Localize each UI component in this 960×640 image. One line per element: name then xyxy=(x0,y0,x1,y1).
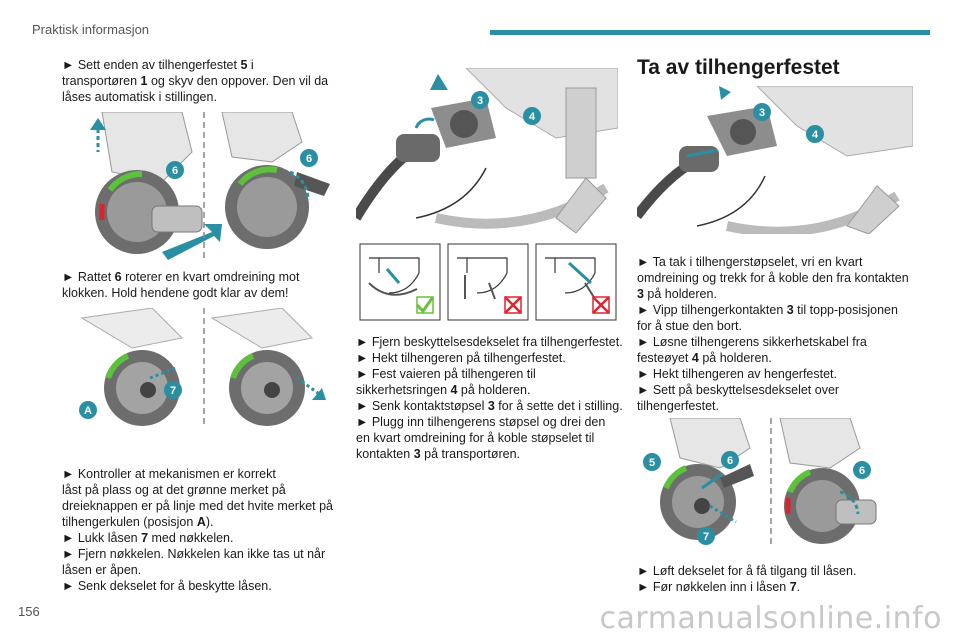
check-icon xyxy=(415,296,435,314)
text-line: en kvart omdreining for å koble støpsele… xyxy=(356,431,595,445)
callout-7 xyxy=(697,527,715,545)
callout-3 xyxy=(471,91,489,109)
text-line: ► Fest vaieren på tilhengeren til xyxy=(356,367,536,381)
cross-icon-2 xyxy=(592,296,610,314)
text-line: låst på plass og at det grønne merket på xyxy=(62,483,286,497)
callout-A-label: A xyxy=(84,405,92,417)
callout-6-left xyxy=(721,451,739,469)
text-line: ► Fjern nøkkelen. Nøkkelen kan ikke tas … xyxy=(62,547,326,561)
callout-7-left xyxy=(164,381,182,399)
text-line: dreieknappen er på linje med det hvite m… xyxy=(62,499,333,513)
figure-panel-left: 5 6 7 xyxy=(643,418,754,545)
callout-5-label: 5 xyxy=(649,457,655,469)
text-line: ► Hekt tilhengeren på tilhengerfestet. xyxy=(356,351,566,365)
col2-paragraph-1: ► Fjern beskyttelsesdekselet fra tilheng… xyxy=(356,334,623,462)
figure-lock-access: 5 6 7 6 xyxy=(640,418,890,548)
callout-6-right-label: 6 xyxy=(306,153,312,165)
figure-panel-right: 6 xyxy=(221,112,330,249)
figure-connect-socket: 3 4 xyxy=(356,68,618,236)
callout-6-right xyxy=(300,149,318,167)
text-line: sikkerhetsringen 4 på holderen. xyxy=(356,383,531,397)
figure-panel-right: 6 xyxy=(779,418,877,544)
section-title: Ta av tilhengerfestet xyxy=(637,56,840,79)
callout-6-left xyxy=(166,161,184,179)
watermark: carmanualsonline.info xyxy=(599,601,942,636)
callout-3 xyxy=(753,103,771,121)
callout-6-left-label: 6 xyxy=(172,165,178,177)
figure-panel-right xyxy=(210,308,326,426)
text-line: ► Plugg inn tilhengerens støpsel og drei… xyxy=(356,415,606,429)
text-line: for å stue den bort. xyxy=(637,319,742,333)
text-line: omdreining og trekk for å koble den fra … xyxy=(637,271,909,285)
callout-3-label: 3 xyxy=(759,107,765,119)
callout-7-label: 7 xyxy=(703,531,709,543)
text-line: låsen er åpen. xyxy=(62,563,142,577)
text-line: ► Rattet 6 roterer en kvart omdreining m… xyxy=(62,270,300,284)
figure-cable-options xyxy=(359,243,617,321)
text-line: ► Senk kontaktstøpsel 3 for å sette det … xyxy=(356,399,623,413)
text-line: ► Lukk låsen 7 med nøkkelen. xyxy=(62,531,234,545)
callout-6-left-label: 6 xyxy=(727,455,733,467)
text-line: ► Løft dekselet for å få tilgang til lås… xyxy=(637,564,857,578)
col1-paragraph-3: ► Kontroller at mekanismen er korrekt lås… xyxy=(62,466,333,594)
callout-6-right-label: 6 xyxy=(859,465,865,477)
callout-4-label: 4 xyxy=(529,111,536,123)
callout-3-label: 3 xyxy=(477,95,483,107)
text-line: ► Løsne tilhengerens sikkerhetskabel fra xyxy=(637,335,867,349)
text-line: klokken. Hold hendene godt klar av dem! xyxy=(62,286,289,300)
text-line: ► Ta tak i tilhengerstøpselet, vri en kv… xyxy=(637,255,863,269)
callout-4 xyxy=(806,125,824,143)
text-line: ► Vipp tilhengerkontakten 3 til topp-pos… xyxy=(637,303,898,317)
text-line: tilhengerkulen (posisjon A). xyxy=(62,515,214,529)
text-line: ► Hekt tilhengeren av hengerfestet. xyxy=(637,367,837,381)
text-line: ► Før nøkkelen inn i låsen 7. xyxy=(637,580,801,594)
callout-A xyxy=(79,401,97,419)
header-accent-rule xyxy=(490,30,930,35)
figure-panel-left: 7 A xyxy=(79,308,184,426)
figure-panel-left: 6 xyxy=(90,112,222,260)
text-line: kontakten 3 på transportøren. xyxy=(356,447,520,461)
callout-4 xyxy=(523,107,541,125)
col1-paragraph-2: ► Rattet 6 roterer en kvart omdreining m… xyxy=(62,269,299,301)
text-line: tilhengerfestet. xyxy=(637,399,719,413)
figure-lock-position: 7 A xyxy=(72,308,336,428)
option-correct xyxy=(368,257,420,296)
callout-5 xyxy=(643,453,661,471)
text-line: ► Kontroller at mekanismen er korrekt xyxy=(62,467,276,481)
col1-paragraph-1: ► Sett enden av tilhengerfestet 5 i trans… xyxy=(62,57,328,105)
callout-4-label: 4 xyxy=(812,129,819,141)
text-line: festeøyet 4 på holderen. xyxy=(637,351,772,365)
option-wrong-1 xyxy=(457,257,508,300)
text-line: ► Senk dekselet for å beskytte låsen. xyxy=(62,579,272,593)
col3-paragraph-2: ► Løft dekselet for å få tilgang til lås… xyxy=(637,563,856,595)
text-line: ► Sett på beskyttelsesdekselet over xyxy=(637,383,840,397)
callout-7-left-label: 7 xyxy=(170,385,176,397)
col3-paragraph-1: ► Ta tak i tilhengerstøpselet, vri en kv… xyxy=(637,254,909,414)
text-line: 3 på holderen. xyxy=(637,287,717,301)
text-line: transportøren 1 og skyv den oppover. Den… xyxy=(62,74,329,88)
text-line: ► Sett enden av tilhengerfestet 5 i xyxy=(62,58,254,72)
figure-disconnect-socket: 3 4 xyxy=(637,86,913,234)
text-line: låses automatisk i stillingen. xyxy=(62,90,217,104)
section-header: Praktisk informasjon xyxy=(32,22,150,37)
page-number: 156 xyxy=(18,604,40,619)
text-line: ► Fjern beskyttelsesdekselet fra tilheng… xyxy=(356,335,623,349)
figure-rotate-wheel: 6 6 xyxy=(72,112,336,262)
cross-icon-1 xyxy=(504,296,522,314)
callout-6-right xyxy=(853,461,871,479)
